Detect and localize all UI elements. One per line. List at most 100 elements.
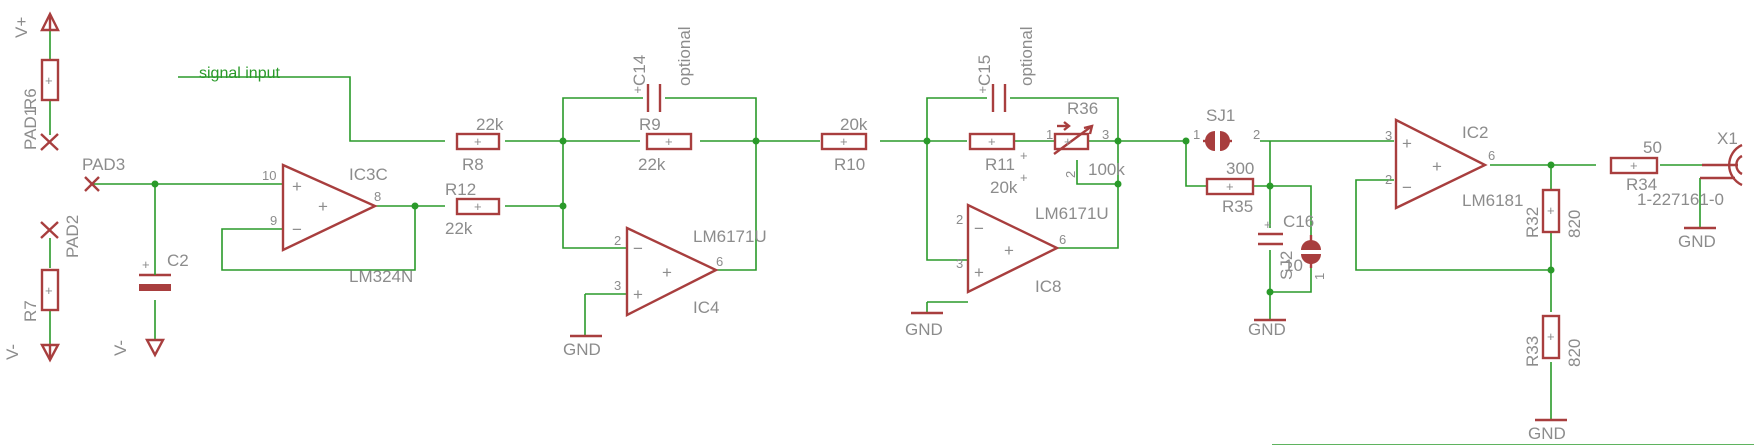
- svg-text:GND: GND: [1248, 320, 1286, 339]
- svg-text:+: +: [1264, 217, 1272, 232]
- resistor-r33[interactable]: + R33 820: [1523, 314, 1584, 367]
- r33-name: R33: [1523, 336, 1542, 367]
- svg-text:+: +: [45, 283, 53, 298]
- c16-label: C16: [1283, 212, 1314, 231]
- svg-text:1: 1: [1046, 127, 1053, 142]
- pad3[interactable]: PAD3: [82, 155, 125, 192]
- r33-value: 820: [1565, 339, 1584, 367]
- svg-text:+: +: [840, 134, 848, 149]
- r35-value: 300: [1226, 159, 1254, 178]
- resistor-r32[interactable]: + R32 820: [1523, 188, 1584, 238]
- capacitor-c15[interactable]: + C15 optional: [975, 26, 1036, 112]
- svg-text:2: 2: [1253, 127, 1260, 142]
- svg-text:+: +: [974, 263, 984, 282]
- resistor-r11[interactable]: + R11 + 20k +: [968, 132, 1028, 197]
- junctions: [151, 137, 1555, 296]
- solder-jumper-sj1[interactable]: 1 2 SJ1: [1193, 106, 1260, 151]
- r6-label: R6: [21, 88, 40, 110]
- pad1[interactable]: PAD1: [21, 107, 59, 151]
- svg-text:+: +: [1004, 241, 1014, 260]
- svg-text:−: −: [292, 220, 302, 239]
- vplus-symbol: V+: [12, 11, 60, 38]
- svg-text:+: +: [142, 257, 150, 272]
- r35-name: R35: [1222, 197, 1253, 216]
- resistor-r35[interactable]: + 300 R35: [1205, 159, 1254, 216]
- svg-text:6: 6: [1059, 232, 1066, 247]
- ic8-part: LM6171U: [1035, 204, 1109, 223]
- svg-text:GND: GND: [905, 320, 943, 339]
- ic2-name: IC2: [1462, 123, 1488, 142]
- vplus-label: V+: [12, 17, 31, 38]
- capacitor-c16[interactable]: C16 10 1: [1283, 212, 1327, 280]
- pad1-label: PAD1: [21, 107, 40, 150]
- resistor-r34[interactable]: + 50 R34: [1609, 138, 1662, 194]
- r34-value: 50: [1643, 138, 1662, 157]
- svg-text:−: −: [1402, 178, 1412, 197]
- opamp-ic8[interactable]: − + + 2 3 6 LM6171U IC8: [956, 203, 1109, 296]
- ic2-part: LM6181: [1462, 191, 1523, 210]
- ic4-part: LM6171U: [693, 227, 767, 246]
- r8-name: R8: [462, 155, 484, 174]
- ic8-name: IC8: [1035, 277, 1061, 296]
- resistor-r12[interactable]: + R12 22k: [445, 180, 501, 238]
- signal-input-label: signal input: [199, 65, 281, 82]
- svg-text:+: +: [634, 82, 642, 97]
- capacitor-c14[interactable]: + C14 optional: [630, 26, 694, 112]
- svg-text:+: +: [988, 134, 996, 149]
- sj2-label: SJ2: [1277, 251, 1296, 280]
- gnd-x1: GND: [1678, 226, 1716, 251]
- svg-text:+: +: [474, 199, 482, 214]
- r32-value: 820: [1565, 210, 1584, 238]
- vminus-symbol: V-: [3, 343, 60, 363]
- r9-name: R9: [639, 115, 661, 134]
- svg-text:+: +: [979, 82, 987, 97]
- r9-value: 22k: [638, 155, 666, 174]
- pad3-label: PAD3: [82, 155, 125, 174]
- svg-text:+: +: [1064, 134, 1072, 149]
- svg-text:+: +: [1630, 158, 1638, 173]
- ic3c-part: LM324N: [349, 267, 413, 286]
- r7-label: R7: [21, 300, 40, 322]
- svg-text:+: +: [318, 197, 328, 216]
- svg-text:−: −: [974, 219, 984, 238]
- vminus-label: V-: [3, 344, 22, 360]
- resistor-r6[interactable]: + R6: [21, 58, 60, 110]
- gnd-ic4: GND: [563, 334, 602, 359]
- pad2[interactable]: PAD2: [40, 215, 82, 258]
- potentiometer-r36[interactable]: + 1 3 2 R36 100k: [1046, 99, 1125, 179]
- resistor-r8[interactable]: + 22k R8: [455, 115, 504, 174]
- capacitor-c2[interactable]: + C2: [139, 245, 189, 291]
- resistor-r7[interactable]: + R7: [21, 268, 60, 322]
- svg-text:GND: GND: [1678, 232, 1716, 251]
- connector-x1[interactable]: X1 1-227161-0: [1637, 129, 1743, 209]
- opamp-ic4[interactable]: − + + 2 3 6 LM6171U IC4: [614, 226, 767, 317]
- svg-text:+: +: [662, 263, 672, 282]
- ic3c-name: IC3C: [349, 165, 388, 184]
- svg-text:2: 2: [614, 233, 621, 248]
- svg-text:+: +: [1402, 134, 1412, 153]
- pad2-label: PAD2: [63, 215, 82, 258]
- r11-name: R11: [985, 155, 1015, 174]
- gnd-r33: GND: [1528, 418, 1567, 443]
- resistor-r10[interactable]: + 20k R10: [820, 115, 868, 174]
- svg-text:+: +: [1547, 329, 1555, 344]
- opamp-ic3c[interactable]: + − + 10 9 8 IC3C LM324N: [262, 163, 413, 286]
- gnd-ic8: GND: [905, 311, 943, 339]
- c16-value: 10: [1284, 256, 1303, 275]
- svg-text:9: 9: [270, 213, 277, 228]
- c14-note: optional: [675, 26, 694, 86]
- r10-value: 20k: [840, 115, 868, 134]
- svg-text:+: +: [292, 177, 302, 196]
- opamp-ic2[interactable]: + − + 3 2 6 IC2 LM6181: [1385, 118, 1523, 210]
- c15-name: C15: [975, 55, 994, 86]
- r8-value: 22k: [476, 115, 504, 134]
- resistor-r9[interactable]: + R9 22k: [638, 115, 693, 174]
- c2-label: C2: [167, 251, 189, 270]
- svg-text:3: 3: [614, 278, 621, 293]
- c14-name: C14: [630, 55, 649, 86]
- svg-text:8: 8: [374, 189, 381, 204]
- wires: [49, 30, 1754, 445]
- r12-value: 22k: [445, 219, 473, 238]
- capacitor-sj2[interactable]: + SJ2: [1258, 217, 1296, 280]
